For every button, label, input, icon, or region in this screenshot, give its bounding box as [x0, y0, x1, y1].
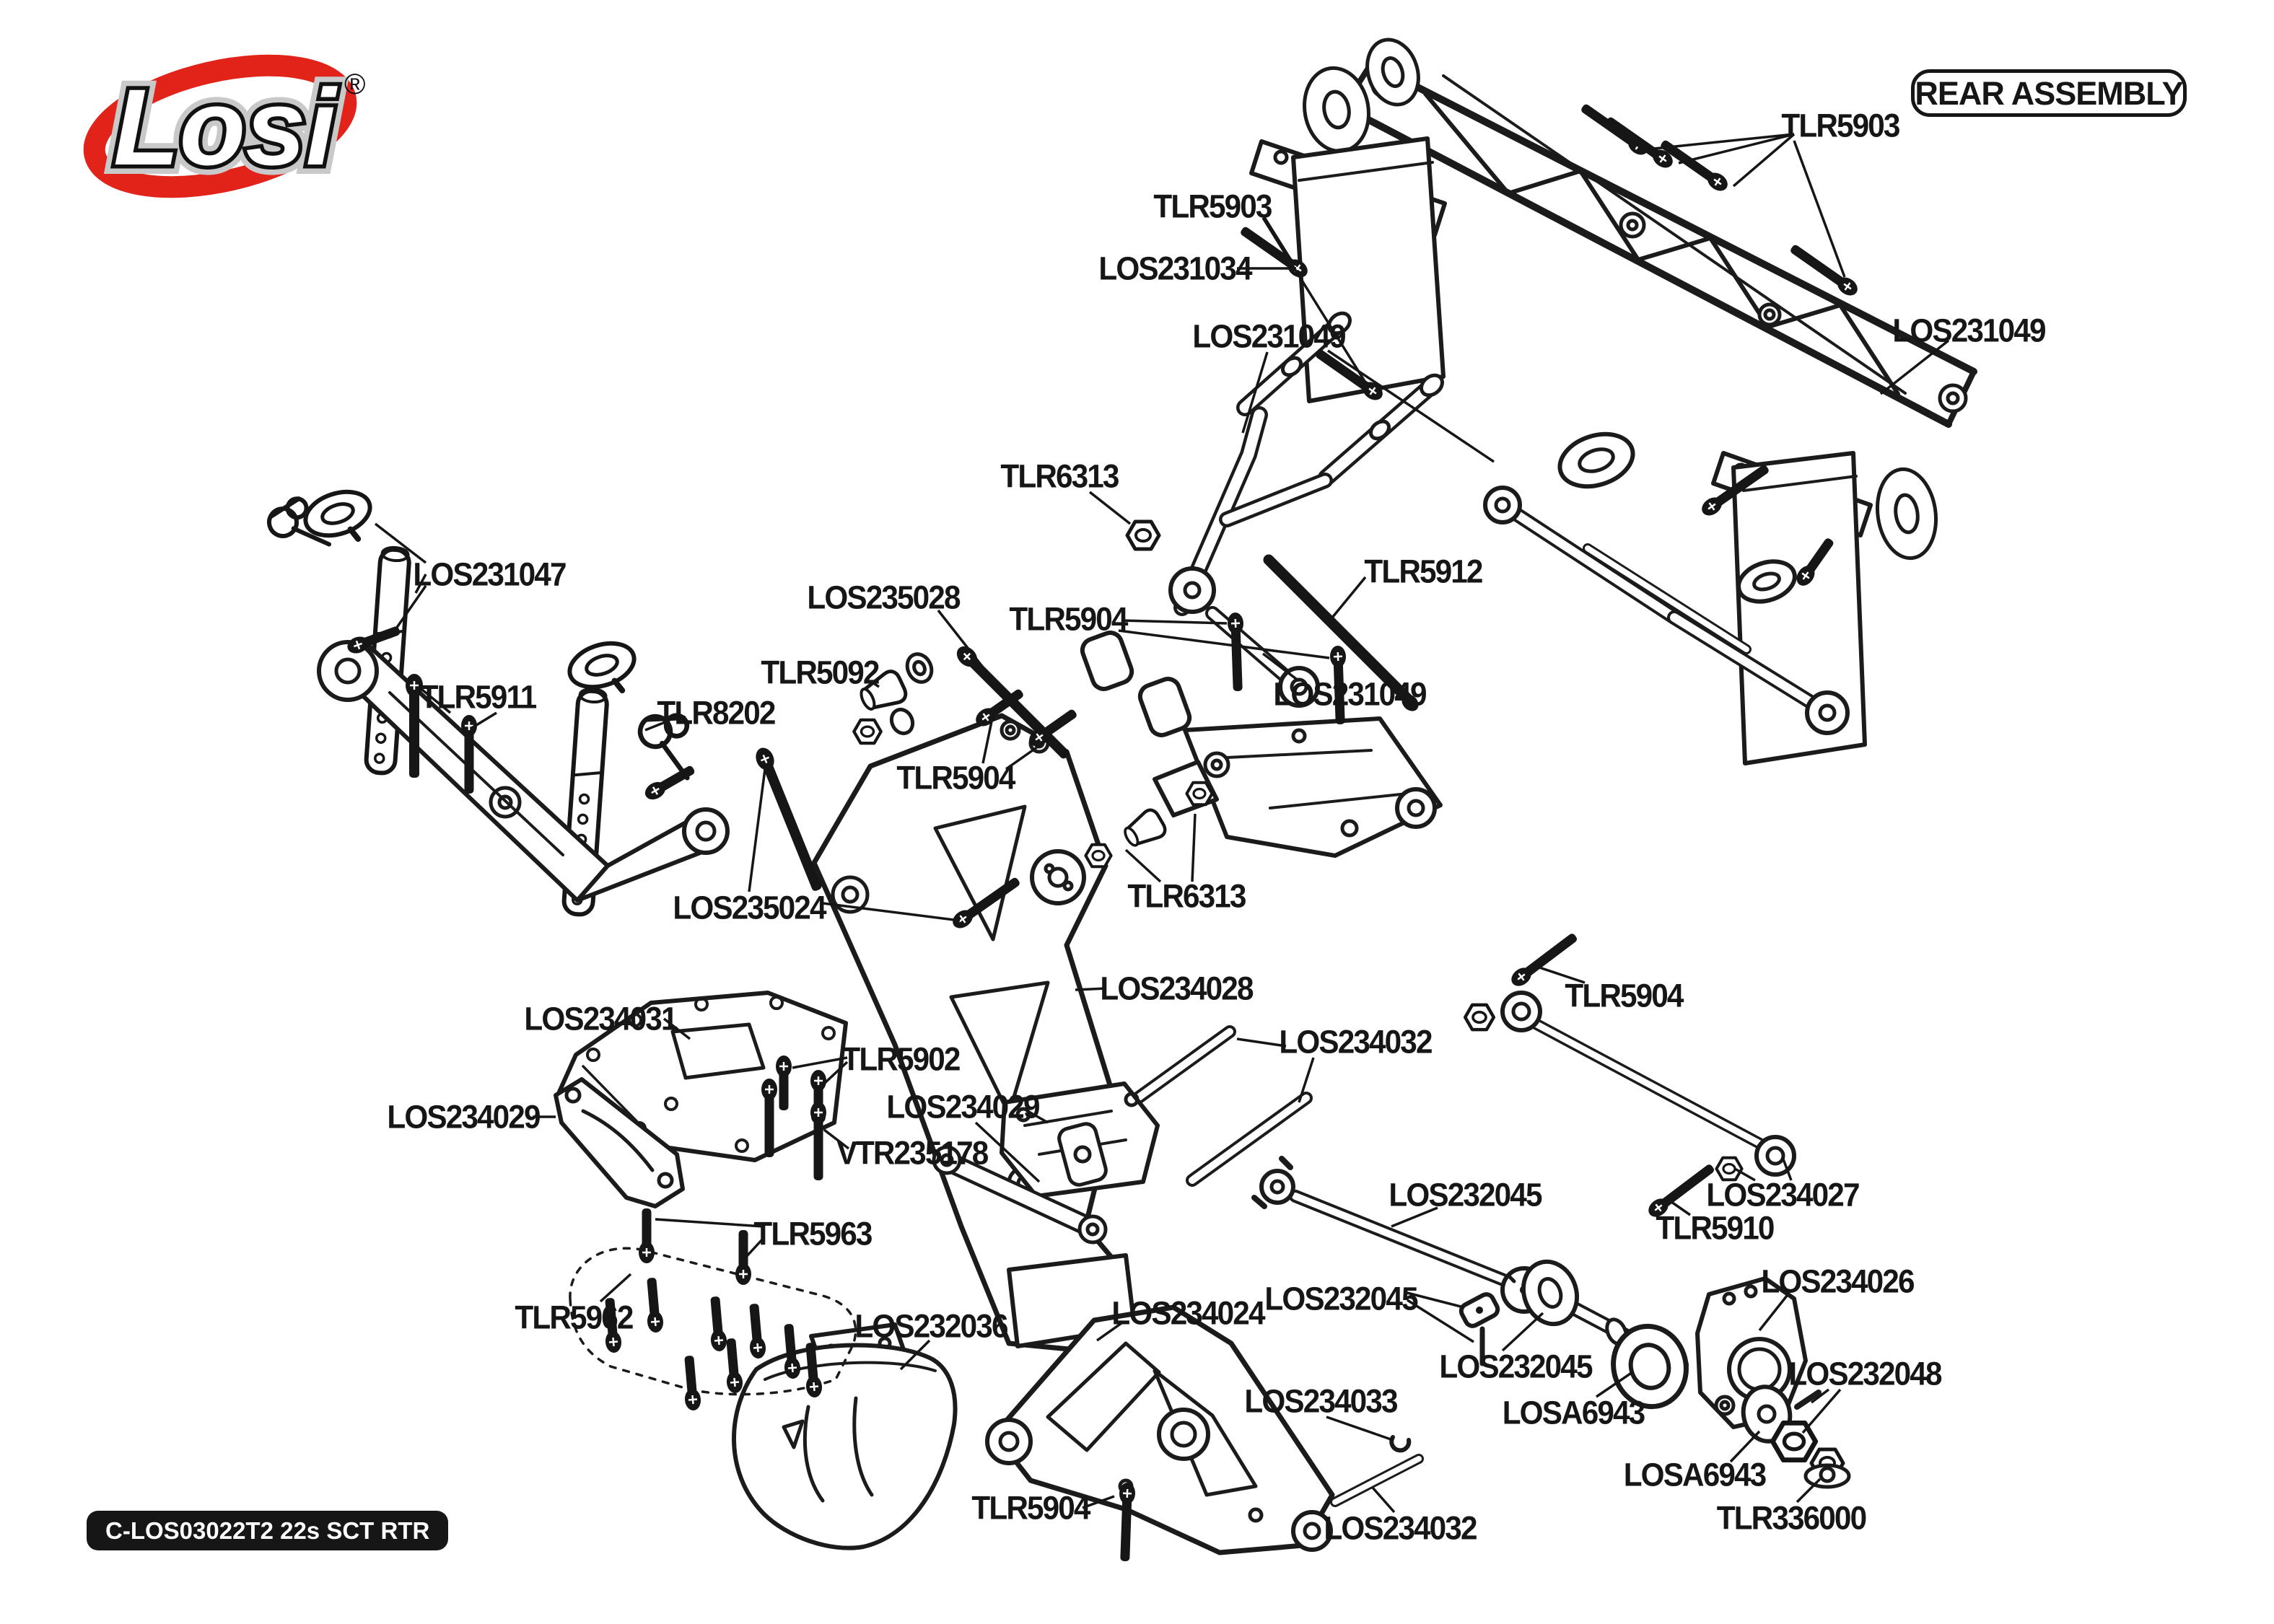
part-label-tlr6313: TLR6313 [1127, 877, 1246, 915]
losi-logo-text: Losi [113, 66, 338, 188]
leader-lines [374, 133, 1950, 1514]
part-label-tlr5904: TLR5904 [1009, 600, 1128, 638]
part-label-los234024: LOS234024 [1111, 1294, 1265, 1332]
part-label-tlr5910: TLR5910 [1656, 1209, 1775, 1247]
part-label-losa6943: LOSA6943 [1623, 1456, 1767, 1493]
part-label-los231049: LOS231049 [1192, 317, 1346, 355]
part-label-los234033: LOS234033 [1244, 1382, 1398, 1420]
part-label-los231047: LOS231047 [413, 556, 567, 593]
losi-logo: Losi Losi ® [83, 54, 365, 198]
part-label-los235024: LOS235024 [673, 889, 826, 926]
hinge-pin-screws-art [1263, 554, 1419, 711]
part-label-losa6943: LOSA6943 [1502, 1394, 1645, 1431]
mud-guard-art [732, 1322, 958, 1550]
part-label-tlr5912: TLR5912 [1364, 553, 1483, 590]
part-label-tlr5904: TLR5904 [896, 759, 1015, 796]
rear-frame-truss-art [1340, 38, 1977, 428]
hinge-pin-rods-art [1119, 1025, 1424, 1507]
center-pivot-block-art [932, 1081, 1160, 1245]
lower-arm-art [985, 1304, 1335, 1555]
part-label-los232045: LOS232045 [1439, 1348, 1593, 1385]
part-label-tlr5902: TLR5902 [841, 1040, 961, 1078]
part-label-los232036: LOS232036 [854, 1307, 1008, 1345]
part-label-los234027: LOS234027 [1706, 1176, 1860, 1213]
part-label-tlr5962: TLR5962 [515, 1299, 634, 1336]
part-label-los234031: LOS234031 [524, 1000, 678, 1037]
part-label-tlr5963: TLR5963 [753, 1215, 873, 1252]
part-label-tlr8202: TLR8202 [657, 694, 776, 732]
part-label-los231034: LOS231034 [1098, 250, 1252, 287]
losi-logo-text-halo: Losi [113, 66, 338, 188]
part-label-tlr5903: TLR5903 [1153, 188, 1272, 225]
part-label-los234029: LOS234029 [387, 1098, 541, 1136]
part-label-los232048: LOS232048 [1788, 1355, 1942, 1392]
upper-center-arm-art [1080, 311, 1444, 737]
part-label-los234032: LOS234032 [1324, 1509, 1477, 1547]
part-label-tlr336000: TLR336000 [1716, 1499, 1867, 1537]
part-label-los232045: LOS232045 [1264, 1280, 1418, 1317]
part-label-los231049: LOS231049 [1273, 675, 1427, 713]
part-label-los232045: LOS232045 [1389, 1176, 1542, 1213]
registered-mark: ® [344, 69, 365, 100]
part-label-los235028: LOS235028 [807, 579, 961, 616]
title-badge: REAR ASSEMBLY [1911, 69, 2187, 117]
part-label-tlr5904: TLR5904 [1565, 977, 1684, 1014]
right-mid-linkage-art [1483, 431, 1850, 735]
part-label-los234032: LOS234032 [1279, 1023, 1433, 1061]
part-label-tlr6313: TLR6313 [1000, 457, 1119, 495]
left-chassis-brace-art [554, 1077, 685, 1208]
product-code-badge: C-LOS03022T2 22s SCT RTR [87, 1511, 449, 1550]
part-label-vtr235178: VTR235178 [836, 1134, 989, 1172]
part-label-tlr5903: TLR5903 [1781, 107, 1900, 144]
part-label-los234028: LOS234028 [1100, 970, 1254, 1007]
part-label-los234026: LOS234026 [1761, 1263, 1915, 1300]
camber-link-art [1500, 991, 1796, 1177]
axle-hub-cluster-art [1459, 1259, 1851, 1489]
part-label-tlr5092: TLR5092 [761, 654, 880, 691]
part-label-tlr5911: TLR5911 [419, 678, 538, 716]
part-label-tlr5904: TLR5904 [971, 1489, 1090, 1527]
bushing-nut-clusters-art [854, 522, 1741, 1180]
shock-tower-art [811, 713, 1137, 1353]
part-label-los234029: LOS234029 [886, 1088, 1040, 1125]
part-label-los231049: LOS231049 [1892, 312, 2046, 349]
